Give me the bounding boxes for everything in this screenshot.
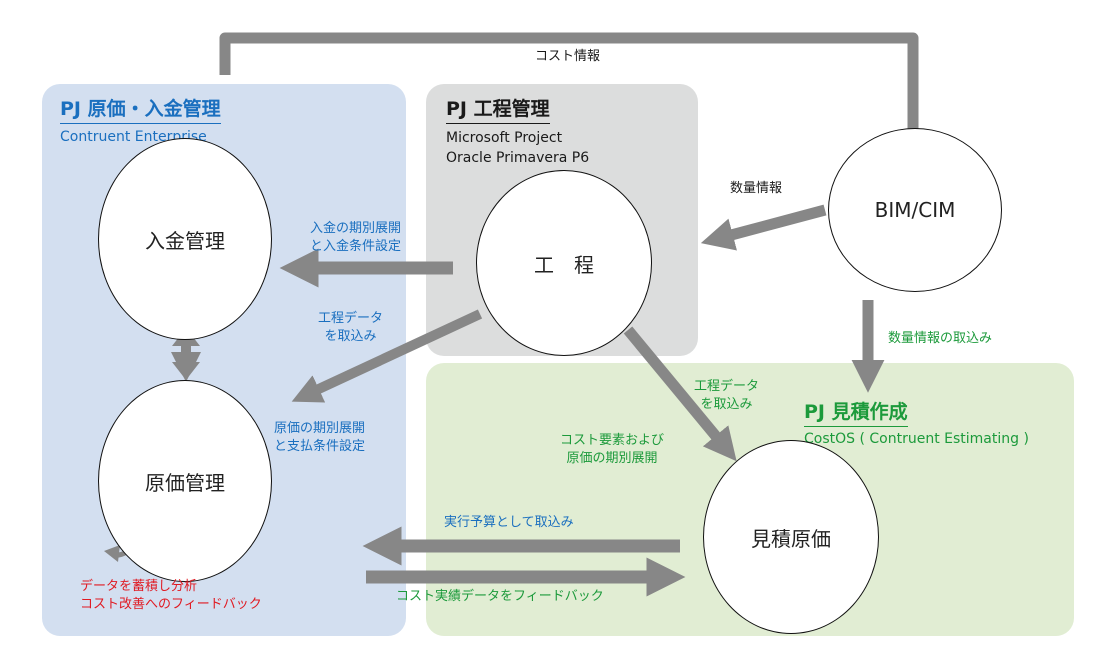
- node-schedule: 工 程: [476, 170, 652, 356]
- node-cost-management: 原価管理: [98, 380, 272, 582]
- label-cost-elements: コスト要素および 原価の期別展開: [560, 433, 665, 466]
- label-schedule-import-cost: 工程データ を取込み: [318, 311, 384, 344]
- panel-cost-subtitle: Contruent Enterprise: [60, 129, 207, 145]
- label-payment-expansion: 入金の期別展開 と入金条件設定: [310, 221, 402, 254]
- arrow-cost-info: [219, 32, 930, 200]
- arrow-schedule-to-estimate: [623, 326, 737, 462]
- label-quantity-info: 数量情報: [730, 181, 783, 196]
- label-cost-expansion: 原価の期別展開 と支払条件設定: [274, 421, 366, 454]
- node-payment-management: 入金管理: [98, 138, 272, 340]
- arrow-schedule-to-cost: [291, 309, 483, 403]
- node-estimate-cost: 見積原価: [703, 440, 879, 634]
- label-budget-import: 実行予算として取込み: [444, 515, 574, 530]
- arrow-head-down: [172, 362, 200, 380]
- panel-estimate-title: PJ 見積作成: [804, 397, 908, 427]
- label-cost-info: コスト情報: [535, 49, 601, 64]
- panel-schedule-subtitle: Microsoft Project Oracle Primavera P6: [446, 130, 590, 166]
- arrow-quantity-info: [700, 204, 827, 251]
- label-actual-feedback: コスト実績データをフィードバック: [396, 589, 604, 604]
- label-quantity-import: 数量情報の取込み: [888, 331, 993, 346]
- label-schedule-import-estimate: 工程データ を取込み: [694, 379, 760, 412]
- panel-schedule-title: PJ 工程管理: [446, 94, 550, 124]
- node-bim-cim: BIM/CIM: [828, 128, 1002, 292]
- label-accumulate-analyze: データを蓄積し分析 コスト改善へのフィードバック: [80, 579, 262, 612]
- panel-estimate-subtitle: CostOS ( Contruent Estimating ): [804, 431, 1029, 447]
- panel-cost-title: PJ 原価・入金管理: [60, 94, 221, 124]
